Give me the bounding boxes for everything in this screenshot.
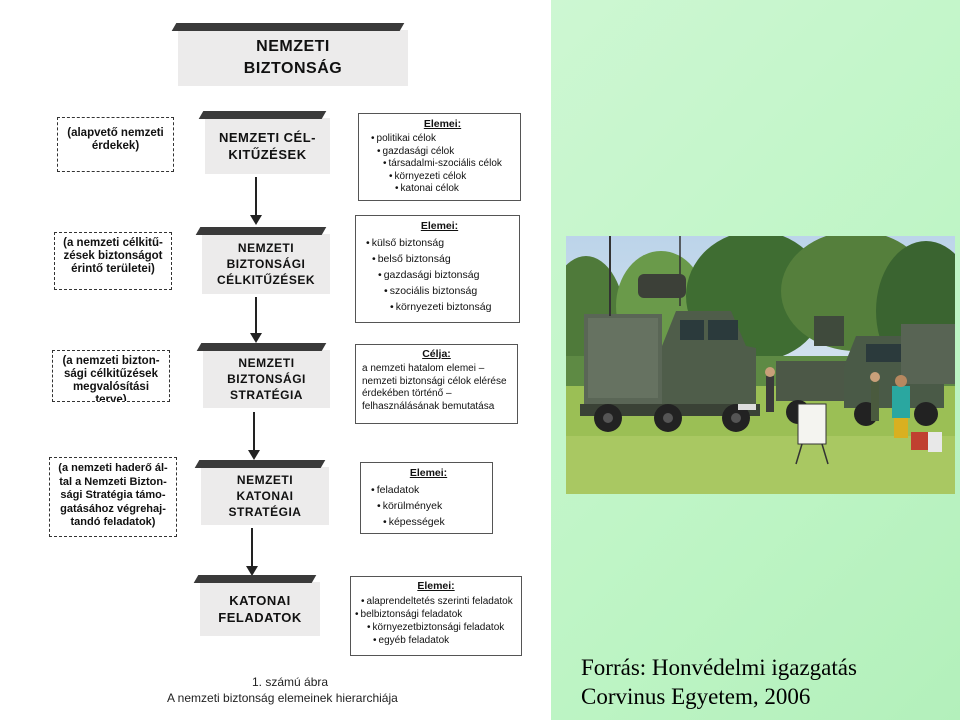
element-2-item: szociális biztonság xyxy=(366,283,513,299)
elements-box-5: Elemei: alaprendeltetés szerinti feladat… xyxy=(350,576,522,656)
element-4-item: körülmények xyxy=(371,498,486,514)
element-1-item: politikai célok xyxy=(371,133,514,146)
element-2-item: gazdasági biztonság xyxy=(366,267,513,283)
dashed-note-4: (a nemzeti haderő ál-tal a Nemzeti Bizto… xyxy=(49,457,177,537)
title-5-line1: KATONAI xyxy=(229,593,291,608)
title-box-5: KATONAI FELADATOK xyxy=(200,582,320,636)
element-1-item: környezeti célok xyxy=(371,171,514,184)
title-4-line2: KATONAI xyxy=(236,489,294,503)
title-2-line2: BIZTONSÁGI xyxy=(226,257,306,271)
military-vehicle-photo xyxy=(566,236,955,494)
title-3-line1: NEMZETI xyxy=(238,356,295,370)
hierarchy-diagram: NEMZETI BIZTONSÁG (alapvető nemzeti érde… xyxy=(0,0,551,720)
element-2-item: belső biztonság xyxy=(366,251,513,267)
dashed-note-2: (a nemzeti célkitű-zések biztonságot éri… xyxy=(54,232,172,290)
source-caption: Forrás: Honvédelmi igazgatás Corvinus Eg… xyxy=(581,653,857,711)
title-3-line3: STRATÉGIA xyxy=(230,388,303,402)
title-3-line2: BIZTONSÁGI xyxy=(227,372,306,386)
elements-1-header: Elemei: xyxy=(423,118,462,130)
element-1-item: katonai célok xyxy=(371,183,514,196)
source-line1: Forrás: Honvédelmi igazgatás xyxy=(581,655,857,680)
figure-caption: A nemzeti biztonság elemeinek hierarchiá… xyxy=(167,691,398,705)
dashed-note-3: (a nemzeti bizton-sági célkitűzések megv… xyxy=(52,350,170,402)
arrow-2 xyxy=(250,297,262,343)
element-5-item: egyéb feladatok xyxy=(355,634,517,647)
element-1-item: gazdasági célok xyxy=(371,146,514,159)
arrow-3 xyxy=(248,412,260,460)
element-1-item: társadalmi-szociális célok xyxy=(371,158,514,171)
elements-box-1: Elemei: politikai célok gazdasági célok … xyxy=(358,113,521,201)
title-1-line1: NEMZETI CÉL- xyxy=(219,130,316,145)
elements-4-header: Elemei: xyxy=(409,467,448,479)
title-box-4: NEMZETI KATONAI STRATÉGIA xyxy=(201,467,329,525)
top-line2: BIZTONSÁG xyxy=(243,60,343,77)
elements-box-4: Elemei: feladatok körülmények képességek xyxy=(360,462,493,534)
title-1-line2: KITŰZÉSEK xyxy=(228,147,307,162)
title-box-3: NEMZETI BIZTONSÁGI STRATÉGIA xyxy=(203,350,330,408)
arrow-1 xyxy=(250,177,262,225)
elements-box-3: Célja: a nemzeti hatalom elemei – nemzet… xyxy=(355,344,518,424)
elements-2-header: Elemei: xyxy=(420,220,459,232)
element-4-item: képességek xyxy=(371,514,486,530)
element-2-item: külső biztonság xyxy=(366,235,513,251)
title-2-line1: NEMZETI xyxy=(237,241,295,255)
title-box-1: NEMZETI CÉL- KITŰZÉSEK xyxy=(205,118,330,174)
top-box: NEMZETI BIZTONSÁG xyxy=(178,30,408,86)
elements-3-header: Célja: xyxy=(422,348,451,360)
element-5-item: környezetbiztonsági feladatok xyxy=(355,621,517,634)
element-5-item: belbiztonsági feladatok xyxy=(355,608,517,621)
title-4-line3: STRATÉGIA xyxy=(228,505,302,519)
title-box-2: NEMZETI BIZTONSÁGI CÉLKITŰZÉSEK xyxy=(202,234,330,294)
dashed-note-1: (alapvető nemzeti érdekek) xyxy=(57,117,174,172)
element-4-item: feladatok xyxy=(371,482,486,498)
element-5-item: alaprendeltetés szerinti feladatok xyxy=(355,595,517,608)
element-2-item: környezeti biztonság xyxy=(366,299,513,315)
source-line2: Corvinus Egyetem, 2006 xyxy=(581,684,811,709)
title-4-line1: NEMZETI xyxy=(236,473,294,487)
top-line1: NEMZETI xyxy=(256,38,330,55)
arrow-4 xyxy=(246,528,258,576)
figure-number: 1. számú ábra xyxy=(252,675,329,689)
title-2-line3: CÉLKITŰZÉSEK xyxy=(216,273,315,287)
elements-5-header: Elemei: xyxy=(417,580,455,592)
elements-box-2: Elemei: külső biztonság belső biztonság … xyxy=(355,215,520,323)
title-5-line2: FELADATOK xyxy=(218,610,302,625)
photo-illustration xyxy=(566,236,955,494)
elements-3-text: a nemzeti hatalom elemei – nemzeti bizto… xyxy=(362,363,507,412)
